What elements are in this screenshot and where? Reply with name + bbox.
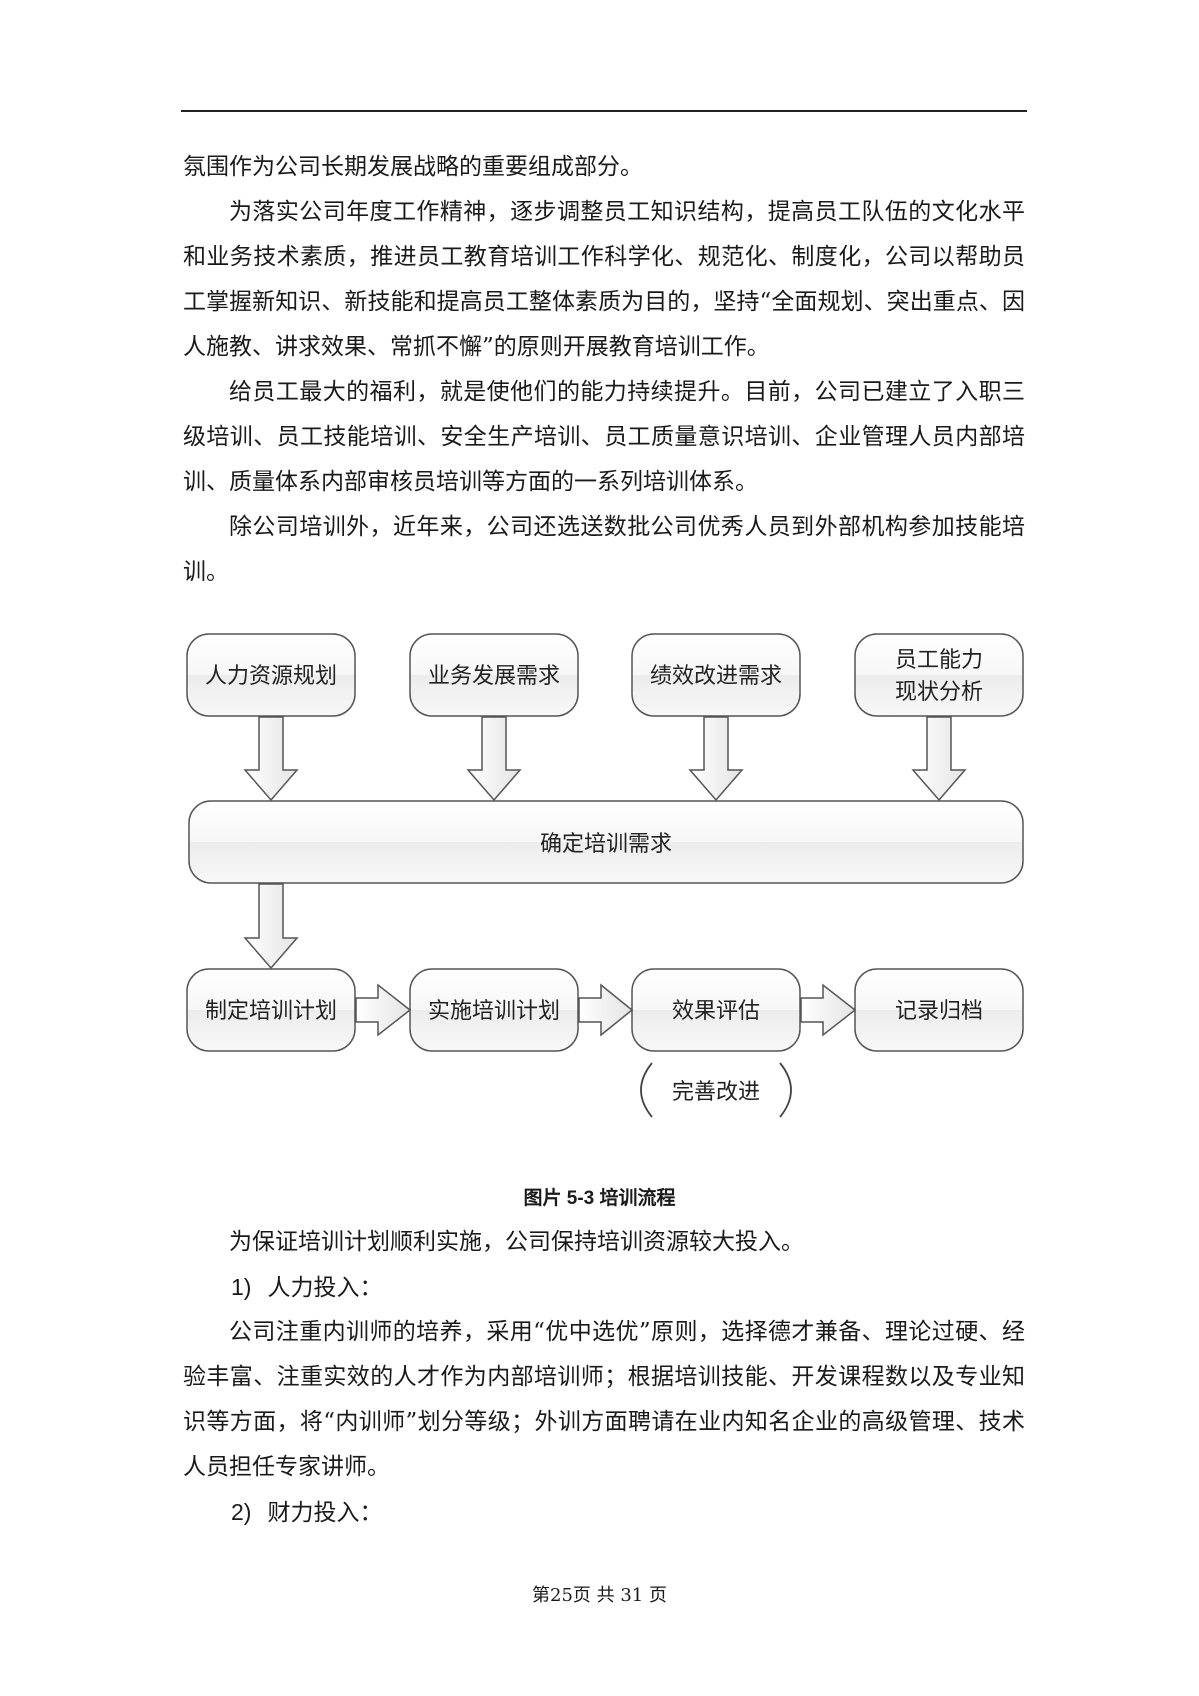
input-label: 业务发展需求 — [428, 664, 560, 689]
paragraph-6: 公司注重内训师的培养，采用“优中选优”原则，选择德才兼备、理论过硬、经验丰富、注… — [183, 1319, 1025, 1480]
list-item-2: 2) 财力投入： — [231, 1490, 382, 1536]
center-label: 确定培训需求 — [540, 832, 672, 857]
right-paren-icon — [779, 1062, 792, 1118]
right-arrow-icon — [355, 983, 412, 1037]
down-arrow-icon — [911, 716, 967, 802]
input-label-line2: 现状分析 — [895, 680, 983, 705]
list-text: 人力投入： — [267, 1275, 383, 1301]
input-box-business-demand: 业务发展需求 — [409, 633, 579, 717]
step-box-evaluate: 效果评估 — [631, 968, 801, 1052]
list-number: 2) — [231, 1499, 252, 1525]
down-arrow-icon — [466, 716, 522, 802]
input-label: 绩效改进需求 — [650, 664, 782, 689]
left-paren-icon — [640, 1062, 653, 1118]
step-label: 记录归档 — [895, 999, 983, 1024]
page-footer: 第25页 共 31 页 — [532, 1585, 667, 1606]
feedback-label-group: 完善改进 — [640, 1062, 792, 1118]
feedback-label: 完善改进 — [672, 1080, 760, 1105]
down-arrow-icon — [688, 716, 744, 802]
list-number: 1) — [231, 1274, 252, 1300]
paragraph-1: 氛围作为公司长期发展战略的重要组成部分。 — [183, 154, 643, 180]
body-text-top: 氛围作为公司长期发展战略的重要组成部分。 为落实公司年度工作精神，逐步调整员工知… — [183, 145, 1025, 595]
input-label-line1: 员工能力 — [895, 648, 983, 673]
paragraph-3: 给员工最大的福利，就是使他们的能力持续提升。目前，公司已建立了入职三级培训、员工… — [183, 379, 1025, 495]
step-label: 制定培训计划 — [205, 999, 337, 1024]
list-text: 财力投入： — [267, 1500, 383, 1526]
step-box-make-plan: 制定培训计划 — [186, 968, 356, 1052]
input-box-performance-demand: 绩效改进需求 — [631, 633, 801, 717]
down-arrow-icon — [243, 883, 299, 970]
right-arrow-icon — [578, 983, 634, 1037]
body-text-lower: 公司注重内训师的培养，采用“优中选优”原则，选择德才兼备、理论过硬、经验丰富、注… — [183, 1310, 1025, 1490]
down-arrow-icon — [243, 716, 299, 802]
input-box-hr-planning: 人力资源规划 — [186, 633, 356, 717]
step-box-archive: 记录归档 — [854, 968, 1024, 1052]
input-box-ability-analysis: 员工能力 现状分析 — [854, 633, 1024, 717]
paragraph-2: 为落实公司年度工作精神，逐步调整员工知识结构，提高员工队伍的文化水平和业务技术素… — [183, 199, 1025, 360]
paragraph-5: 为保证培训计划顺利实施，公司保持培训资源较大投入。 — [229, 1229, 804, 1255]
header-rule — [181, 110, 1027, 112]
list-item-1: 1) 人力投入： — [231, 1265, 382, 1311]
step-box-implement-plan: 实施培训计划 — [409, 968, 579, 1052]
training-flow-diagram: 人力资源规划 业务发展需求 绩效改进需求 员工能力 现状分析 确定培训需求 制定… — [186, 633, 1024, 1118]
input-label: 人力资源规划 — [205, 664, 337, 689]
paragraph-4: 除公司培训外，近年来，公司还选送数批公司优秀人员到外部机构参加技能培训。 — [183, 514, 1025, 585]
step-label: 效果评估 — [672, 999, 760, 1024]
right-arrow-icon — [800, 983, 857, 1037]
body-text-middle: 为保证培训计划顺利实施，公司保持培训资源较大投入。 — [183, 1220, 1025, 1265]
step-label: 实施培训计划 — [428, 999, 560, 1024]
figure-caption: 图片 5-3 培训流程 — [523, 1188, 676, 1209]
center-box-determine-needs: 确定培训需求 — [188, 800, 1024, 884]
